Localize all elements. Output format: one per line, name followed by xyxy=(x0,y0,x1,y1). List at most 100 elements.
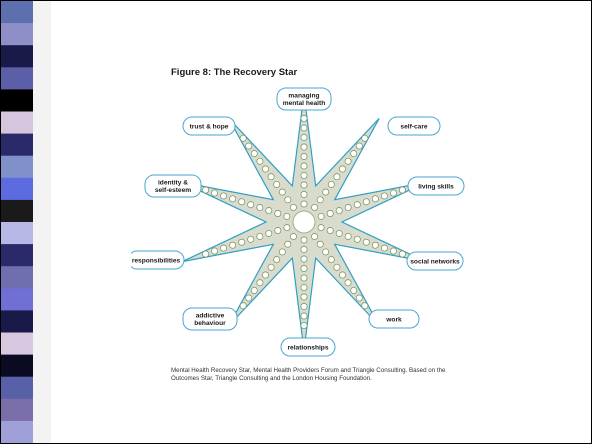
scale-dot xyxy=(322,248,330,256)
scale-dot xyxy=(355,294,363,302)
stripe-segment xyxy=(1,266,33,290)
scale-dot xyxy=(250,286,258,294)
stripe-segment xyxy=(1,155,33,179)
stripe-segment xyxy=(1,133,33,157)
scale-dot xyxy=(256,204,264,212)
scale-dot xyxy=(262,165,269,173)
domain-label-text: living skills xyxy=(418,183,454,190)
scale-dot xyxy=(202,250,210,258)
domain-label-text: self-esteem xyxy=(155,187,191,194)
scale-dot xyxy=(311,233,319,241)
scale-dot xyxy=(300,115,308,122)
domain-label-box xyxy=(276,87,332,111)
scale-dot xyxy=(316,196,324,204)
scale-dot xyxy=(265,229,273,237)
scale-dot xyxy=(300,303,308,310)
scale-dot xyxy=(300,153,308,160)
scale-dot xyxy=(300,181,308,189)
scale-dot xyxy=(202,186,210,194)
scale-dot xyxy=(362,198,370,206)
domain-label-text: social networks xyxy=(410,258,460,265)
scale-dot xyxy=(250,150,258,158)
domain-label-box xyxy=(368,309,420,329)
domain-label-box xyxy=(182,116,236,136)
scale-dot xyxy=(322,188,330,196)
scale-dot xyxy=(300,124,308,132)
scale-dot xyxy=(344,157,352,165)
scale-dot xyxy=(300,255,308,263)
scale-dot xyxy=(273,256,281,264)
scale-dot xyxy=(220,192,228,200)
domain-label-text: relationships xyxy=(287,344,328,351)
scale-dot xyxy=(335,229,343,237)
stripe-edge xyxy=(33,1,51,443)
domain-label-text: addictive xyxy=(196,313,225,320)
domain-label-work: work xyxy=(368,309,420,329)
figure-title: Figure 8: The Recovery Star xyxy=(171,67,298,78)
scale-dot xyxy=(300,293,308,301)
stripe-segment xyxy=(1,310,33,334)
stripe-segment xyxy=(1,332,33,356)
scale-dot xyxy=(238,238,246,246)
scale-dot xyxy=(256,157,264,165)
scale-dot xyxy=(316,240,324,248)
scale-dot xyxy=(300,172,308,179)
domain-label-text: work xyxy=(385,316,402,323)
scale-dot xyxy=(267,263,275,271)
stripe-segment xyxy=(1,420,33,443)
domain-label-responsibilities: responsibilities xyxy=(131,250,185,270)
scale-dot xyxy=(300,134,308,141)
scale-dot xyxy=(245,294,253,302)
stripe-segment xyxy=(1,244,33,268)
scale-dot xyxy=(380,192,388,200)
scale-dot xyxy=(229,241,237,249)
domain-label-text: behaviour xyxy=(194,320,226,327)
scale-dot xyxy=(238,198,246,206)
scale-dot xyxy=(326,227,334,234)
scale-dot xyxy=(335,207,343,215)
scale-dot xyxy=(278,188,286,196)
domain-label-box xyxy=(144,174,202,198)
scale-dot xyxy=(300,236,308,244)
scale-dot xyxy=(362,238,370,246)
scale-dot xyxy=(267,173,275,181)
scale-dot xyxy=(300,284,308,291)
scale-dot xyxy=(300,246,308,253)
domain-label-text: mental health xyxy=(283,100,326,107)
scale-dot xyxy=(300,312,308,320)
domain-label-identity-self-esteem: identity &self-esteem xyxy=(144,174,202,198)
scale-dot xyxy=(317,212,325,220)
stripe-segment xyxy=(1,23,33,47)
scale-dot xyxy=(398,186,406,194)
scale-dot xyxy=(247,235,255,243)
domain-label-text: self-care xyxy=(400,123,427,130)
scale-dot xyxy=(300,200,308,208)
scale-dot xyxy=(326,210,334,217)
scale-dot xyxy=(220,244,228,252)
domain-label-text: identity & xyxy=(158,180,188,187)
stripe-segment xyxy=(1,222,33,246)
scale-dot xyxy=(256,279,264,287)
domain-label-text: responsibilities xyxy=(132,257,181,264)
scale-dot xyxy=(265,207,273,215)
scale-dot xyxy=(339,271,346,279)
caption-line-2: Outcomes Star, Triangle Consulting and t… xyxy=(171,375,372,382)
scale-dot xyxy=(274,210,282,217)
domain-label-box xyxy=(406,251,464,271)
scale-dot xyxy=(283,212,291,220)
scale-dot xyxy=(300,191,308,198)
scale-dot xyxy=(300,274,308,282)
scale-dot xyxy=(371,241,379,249)
scale-dot xyxy=(344,279,352,287)
caption-line-1: Mental Health Recovery Star, Mental Heal… xyxy=(171,367,446,374)
scale-dot xyxy=(355,142,363,150)
scale-dot xyxy=(278,248,286,256)
scale-dot xyxy=(273,180,281,188)
scale-dot xyxy=(284,240,292,248)
scale-dot xyxy=(339,165,346,173)
